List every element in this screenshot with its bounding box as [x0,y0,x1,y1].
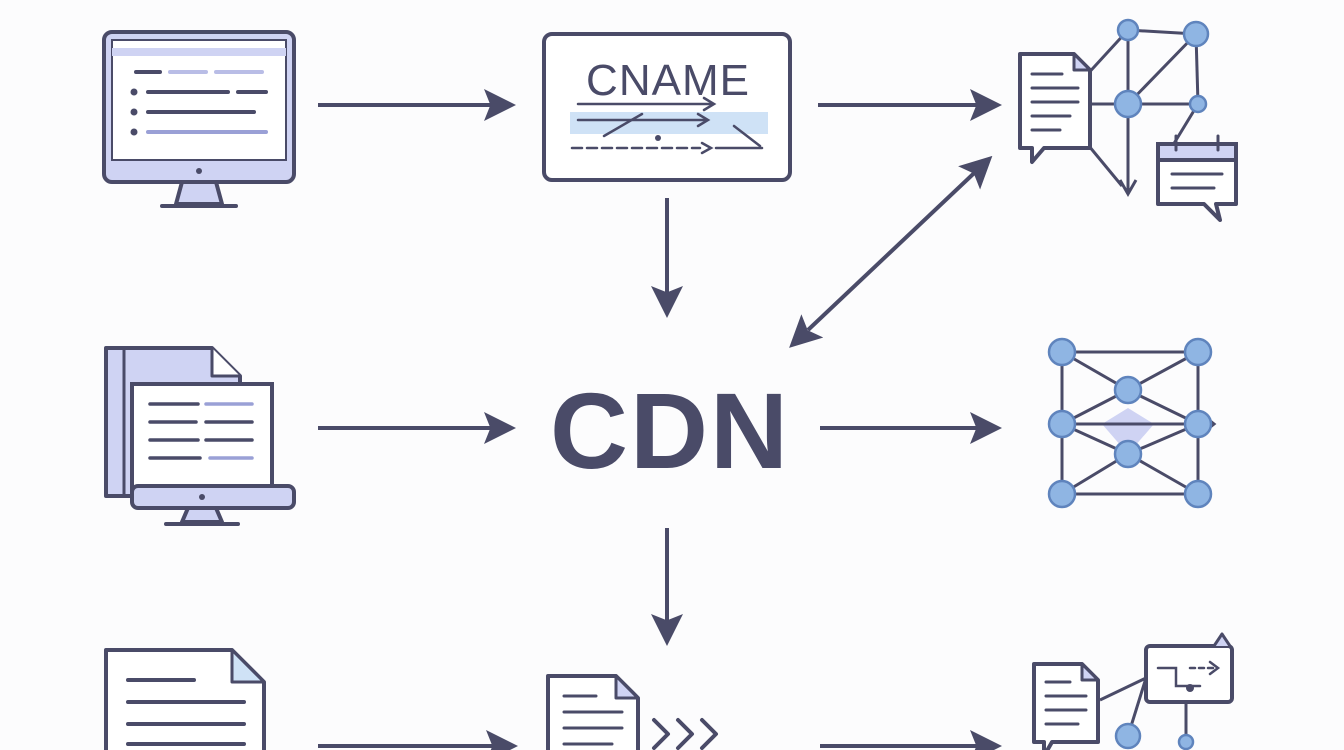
cname-label: CNAME [586,56,750,105]
document-network-icon [1018,18,1238,222]
document-forward-icon [546,674,718,750]
document-chat-network-icon [1032,632,1234,750]
documents-monitor-icon [104,346,296,526]
desktop-monitor-icon [102,30,296,208]
document-icon [104,648,266,750]
arrow-cdn-network-bidirectional [789,155,993,348]
cdn-label: CDN [550,370,790,491]
cdn-node-network-icon [1047,337,1217,509]
dns-record-card-icon [542,32,792,182]
